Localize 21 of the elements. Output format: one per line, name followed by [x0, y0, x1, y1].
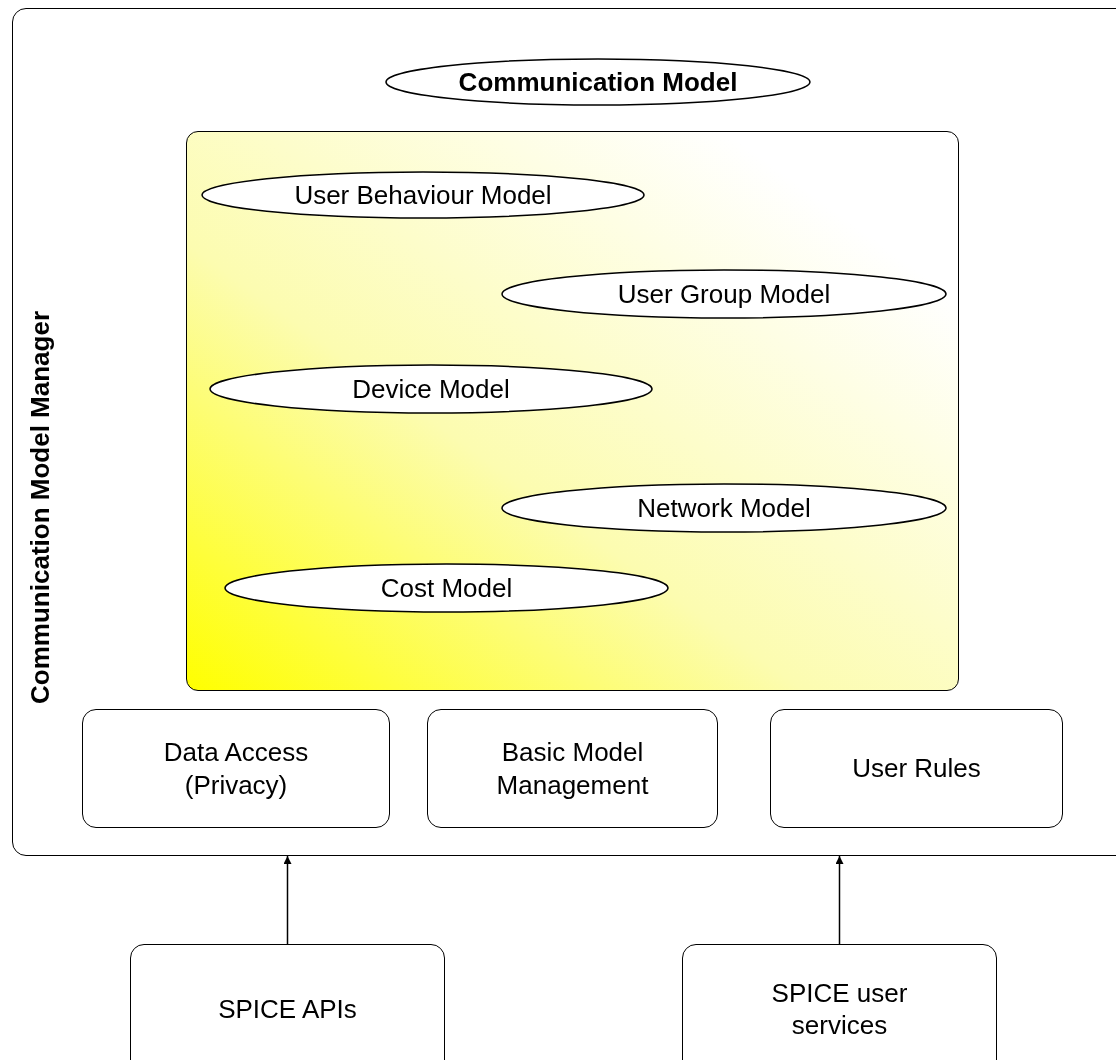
component-box — [82, 709, 390, 828]
manager-panel — [12, 8, 1116, 856]
models-panel — [186, 131, 959, 691]
arrow — [283, 855, 292, 945]
model-label: User Group Model — [617, 277, 831, 311]
arrow — [835, 855, 844, 945]
model-label: User Behaviour Model — [294, 178, 552, 212]
box-label: SPICE user services — [770, 976, 909, 1042]
title-label: Communication Model — [458, 65, 738, 99]
panel-heading: Communication Model Manager — [25, 311, 56, 704]
model-label: Network Model — [637, 491, 811, 525]
box-label: Data Access (Privacy) — [162, 736, 310, 801]
model-label: Device Model — [352, 372, 510, 406]
model-label: Cost Model — [380, 571, 513, 605]
box-label: User Rules — [851, 752, 982, 785]
component-box — [682, 944, 997, 1060]
component-box — [427, 709, 718, 828]
component-box — [770, 709, 1063, 828]
component-box — [130, 944, 445, 1060]
box-label: SPICE APIs — [217, 992, 358, 1026]
box-label: Basic Model Management — [495, 736, 650, 801]
